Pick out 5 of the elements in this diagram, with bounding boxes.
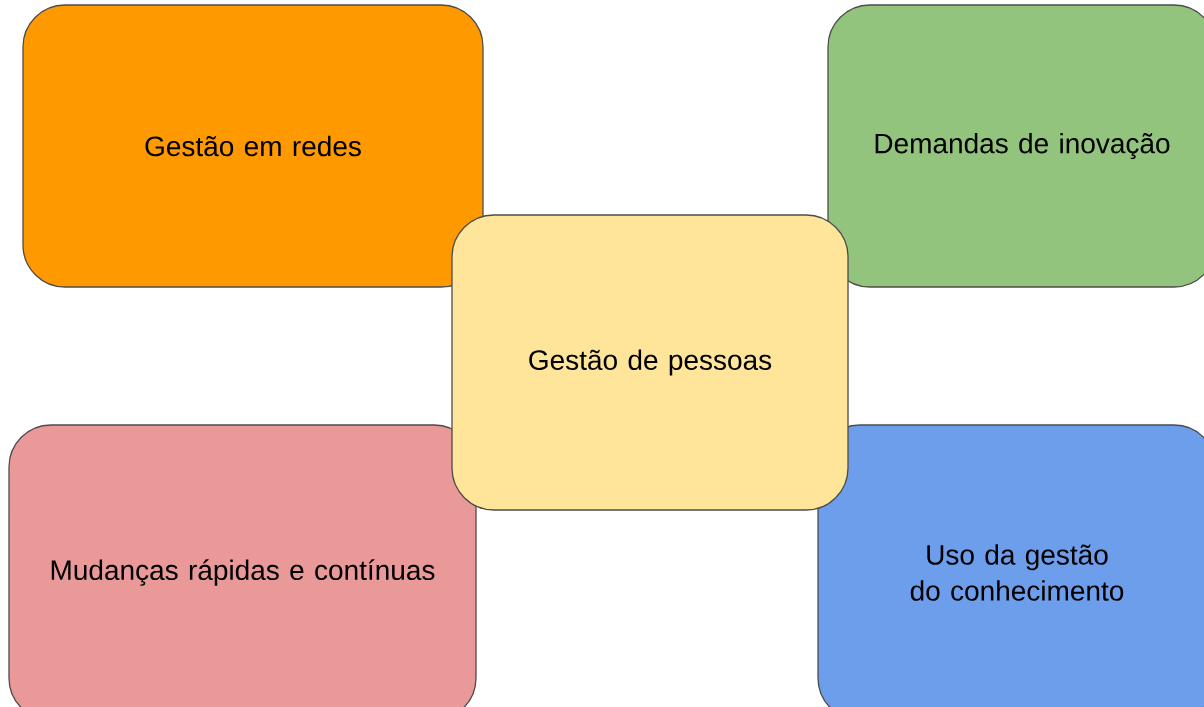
topic-box: Gestão de pessoas	[451, 214, 849, 511]
topic-box: Gestão em redes	[22, 4, 484, 288]
topic-box: Uso da gestão do conhecimento	[817, 424, 1204, 707]
topic-box: Demandas de inovação	[827, 4, 1204, 288]
topic-box: Mudanças rápidas e contínuas	[8, 424, 477, 707]
